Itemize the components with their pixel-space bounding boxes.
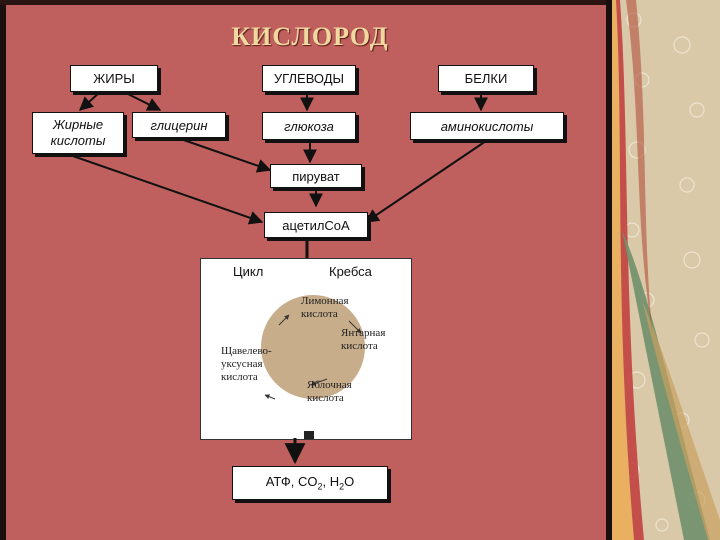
products-mid: , H: [323, 474, 340, 489]
products-label: АТФ, CO2, H2O: [266, 474, 355, 492]
products-prefix: АТФ, CO: [266, 474, 318, 489]
products-suffix: O: [344, 474, 354, 489]
products-box: АТФ, CO2, H2O: [232, 466, 388, 500]
decorative-side-panel: [612, 0, 720, 540]
output-arrow: [0, 0, 612, 540]
